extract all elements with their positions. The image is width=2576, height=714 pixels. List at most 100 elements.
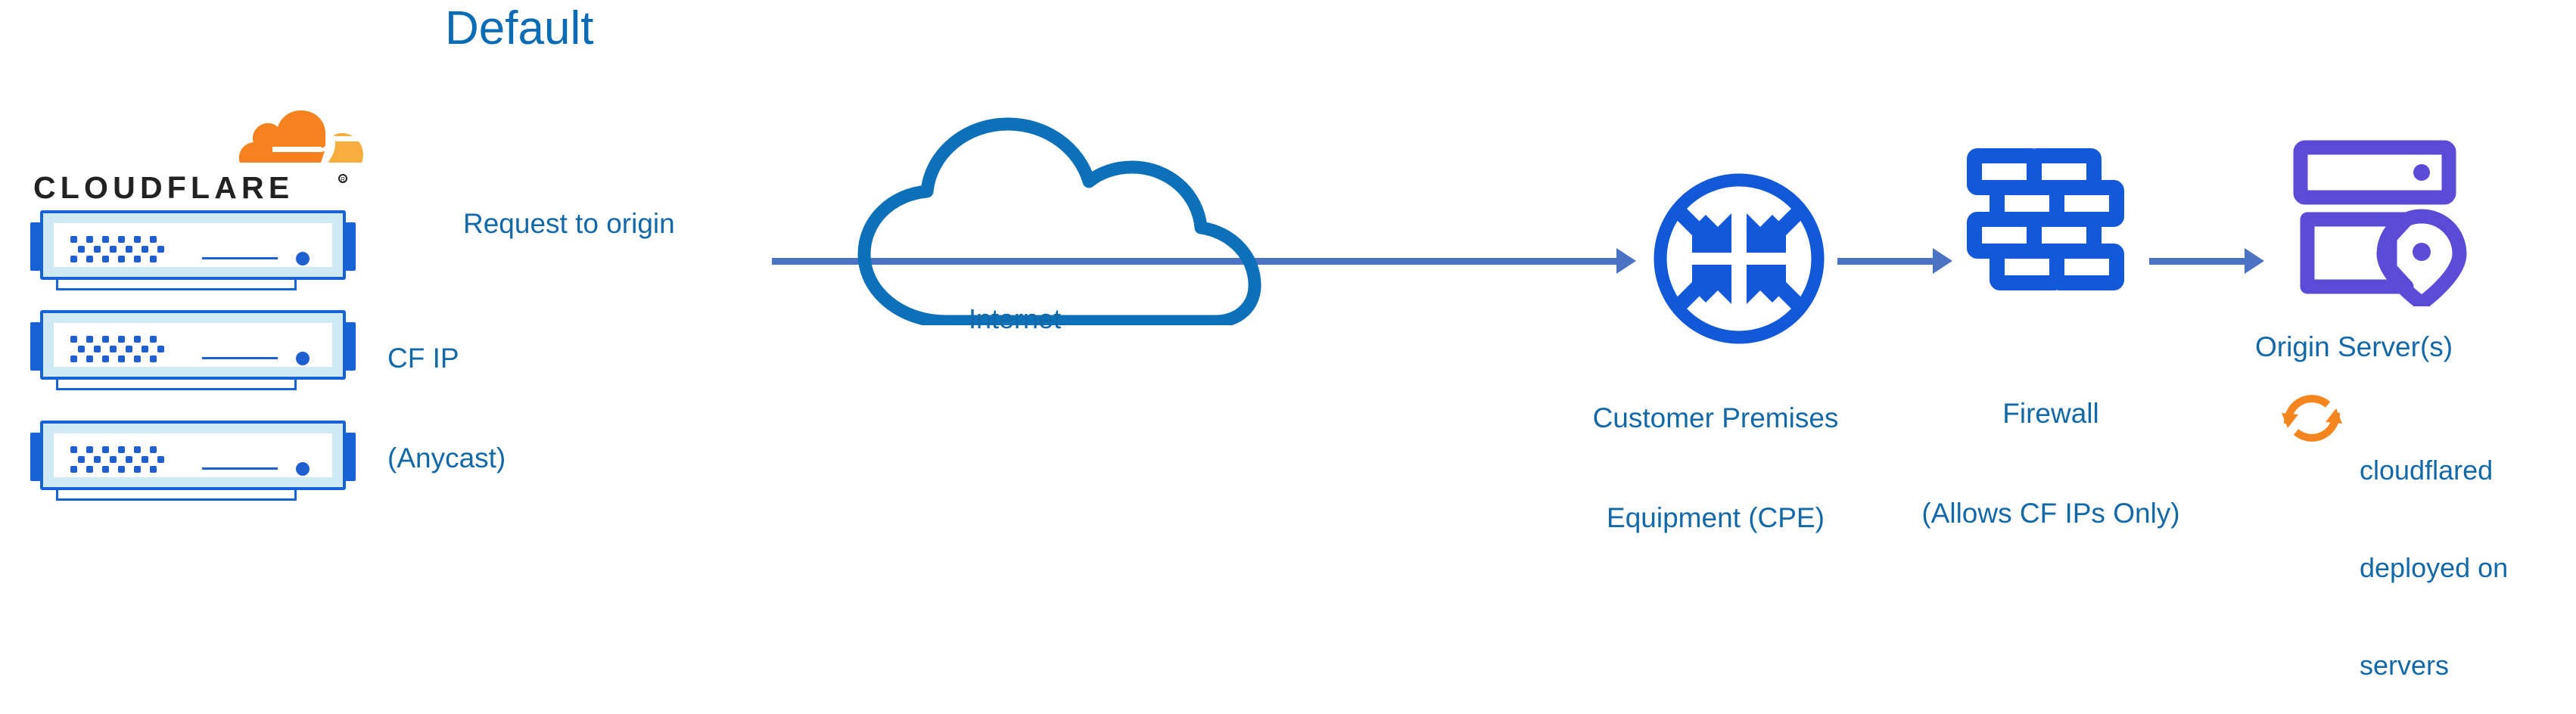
server-port-dot xyxy=(102,466,109,473)
server-port-dot xyxy=(126,456,132,463)
cloudflare-edge-server-1[interactable] xyxy=(30,210,356,290)
server-port-dot xyxy=(134,336,141,343)
server-shelf xyxy=(56,280,297,290)
node-label-origin-server: Origin Server(s) xyxy=(2255,331,2453,362)
server-panel xyxy=(54,323,332,367)
server-port-dot xyxy=(86,336,93,343)
server-port-dot xyxy=(118,256,125,262)
server-port-dot xyxy=(86,466,93,473)
cloudflare-wordmark: CLOUDFLARE R xyxy=(33,169,351,205)
server-port-dot xyxy=(150,236,157,243)
server-port-dot xyxy=(150,355,157,362)
server-port-dot xyxy=(142,456,148,463)
server-port-dot xyxy=(70,336,77,343)
server-port-dot xyxy=(118,336,125,343)
server-port-dot xyxy=(134,466,141,473)
server-panel xyxy=(54,223,332,267)
flow-arrow-edge-to-cpe-head xyxy=(1616,248,1636,274)
server-port-dot xyxy=(157,346,164,352)
cf-ip-line-2: (Anycast) xyxy=(387,442,506,473)
server-port-dot xyxy=(102,355,109,362)
sync-arrows-icon xyxy=(2278,384,2346,452)
server-port-dot xyxy=(78,346,85,352)
server-port-dot xyxy=(118,355,125,362)
server-port-dot xyxy=(150,446,157,453)
server-indicator-line xyxy=(202,257,278,259)
firewall-line-1: Firewall xyxy=(2002,398,2099,429)
server-port-dot xyxy=(134,236,141,243)
server-port-dot xyxy=(118,236,125,243)
router-icon[interactable] xyxy=(1648,168,1830,349)
server-port-dot xyxy=(70,256,77,262)
server-port-dot xyxy=(102,236,109,243)
cf-ip-line-1: CF IP xyxy=(387,343,459,374)
server-port-dot xyxy=(150,336,157,343)
server-port-grid xyxy=(70,236,164,263)
server-port-dot xyxy=(94,456,101,463)
brick-wall-icon[interactable] xyxy=(1966,147,2125,310)
server-port-dot xyxy=(70,466,77,473)
server-port-dot xyxy=(126,346,132,352)
server-indicator-line xyxy=(202,467,278,470)
server-port-dot xyxy=(86,446,93,453)
server-led-icon xyxy=(296,252,310,265)
server-port-dot xyxy=(110,456,117,463)
flow-arrow-cpe-to-firewall-line xyxy=(1837,258,1934,265)
server-port-dot xyxy=(102,256,109,262)
server-shelf xyxy=(56,380,297,390)
cloudflared-line-3: servers xyxy=(2360,650,2450,681)
cpe-line-2: Equipment (CPE) xyxy=(1607,502,1825,533)
server-body xyxy=(40,310,346,380)
server-body xyxy=(40,421,346,490)
server-port-dot xyxy=(86,236,93,243)
server-indicator-line xyxy=(202,357,278,359)
server-port-dot xyxy=(142,346,148,352)
server-port-dot xyxy=(142,246,148,253)
server-port-dot xyxy=(94,346,101,352)
server-shelf xyxy=(56,490,297,501)
server-port-dot xyxy=(86,355,93,362)
server-port-dot xyxy=(78,246,85,253)
server-port-grid xyxy=(70,446,164,473)
svg-text:CLOUDFLARE: CLOUDFLARE xyxy=(33,170,294,204)
cloudflare-cloud-logo-icon xyxy=(229,107,372,168)
server-rack-pin-icon[interactable] xyxy=(2293,140,2467,311)
server-port-dot xyxy=(110,346,117,352)
server-port-dot xyxy=(150,466,157,473)
server-port-dot xyxy=(70,446,77,453)
server-port-dot xyxy=(70,355,77,362)
cloudflare-edge-server-2[interactable] xyxy=(30,310,356,390)
server-port-dot xyxy=(134,256,141,262)
server-port-dot xyxy=(78,456,85,463)
server-port-dot xyxy=(110,246,117,253)
cloudflared-line-2: deployed on xyxy=(2360,552,2509,583)
server-port-dot xyxy=(134,446,141,453)
server-body xyxy=(40,210,346,280)
node-label-cpe: Customer Premises Equipment (CPE) xyxy=(1553,335,1878,568)
server-port-dot xyxy=(86,256,93,262)
page-title: Default xyxy=(445,2,594,54)
server-port-dot xyxy=(134,355,141,362)
server-port-dot xyxy=(150,256,157,262)
annotation-cloudflared: cloudflared deployed on servers xyxy=(2360,389,2508,714)
server-port-dot xyxy=(157,246,164,253)
cloudflare-edge-server-3[interactable] xyxy=(30,421,356,501)
edge-label-request-to-origin: Request to origin xyxy=(463,208,675,239)
flow-arrow-edge-to-cpe-line xyxy=(772,258,1618,265)
flow-arrow-cpe-to-firewall-head xyxy=(1933,248,1952,274)
server-port-dot xyxy=(157,456,164,463)
server-port-dot xyxy=(118,446,125,453)
server-port-grid xyxy=(70,336,164,363)
server-port-dot xyxy=(118,466,125,473)
firewall-line-2: (Allows CF IPs Only) xyxy=(1921,498,2180,529)
server-panel xyxy=(54,433,332,477)
server-port-dot xyxy=(94,246,101,253)
server-port-dot xyxy=(102,446,109,453)
cpe-line-1: Customer Premises xyxy=(1592,402,1839,433)
node-label-internet: Internet xyxy=(969,303,1062,334)
server-port-dot xyxy=(126,246,132,253)
flow-arrow-firewall-to-origin-head xyxy=(2245,248,2264,274)
node-label-cf-ip: CF IP (Anycast) xyxy=(387,275,506,508)
flow-arrow-firewall-to-origin-line xyxy=(2149,258,2246,265)
cloudflare-logo: CLOUDFLARE R xyxy=(33,106,363,205)
